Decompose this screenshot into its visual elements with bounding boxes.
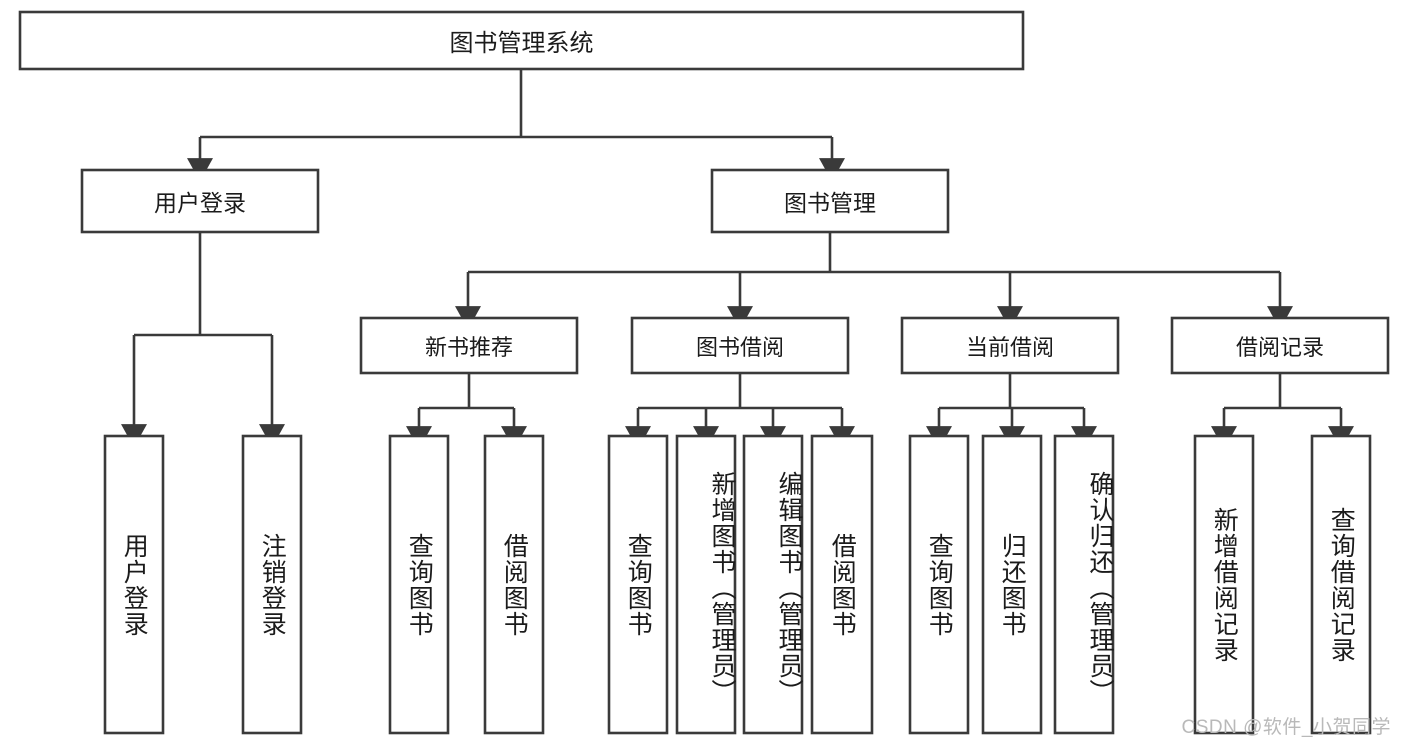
node-new-book-recommend[interactable] (359, 316, 579, 375)
connector-current-to-children (926, 373, 1097, 450)
node-book-management[interactable] (710, 168, 950, 234)
leaf-newbook-query[interactable] (388, 434, 450, 735)
leaf-newbook-borrow[interactable] (483, 434, 545, 735)
leaf-borrow-edit-admin[interactable] (742, 434, 804, 735)
leaf-borrow-book[interactable] (810, 434, 874, 735)
leaf-user-login[interactable] (103, 434, 165, 735)
connector-userlogin-to-children (121, 232, 285, 448)
leaf-current-query[interactable] (908, 434, 970, 735)
leaf-borrow-add-admin[interactable] (675, 434, 737, 735)
leaf-borrow-query[interactable] (607, 434, 669, 735)
leaf-current-confirm-admin[interactable] (1053, 434, 1115, 735)
connector-root-to-level2 (187, 69, 845, 182)
leaf-user-logout[interactable] (241, 434, 303, 735)
node-borrow-records[interactable] (1170, 316, 1390, 375)
node-user-login[interactable] (80, 168, 320, 234)
node-current-borrow[interactable] (900, 316, 1120, 375)
csdn-watermark: CSDN @软件_小贺同学 (1181, 717, 1391, 738)
leaf-record-add[interactable] (1193, 434, 1255, 735)
leaf-current-return[interactable] (981, 434, 1043, 735)
connector-records-to-children (1211, 373, 1354, 450)
connector-borrow-to-children (625, 373, 855, 450)
node-book-borrow[interactable] (630, 316, 850, 375)
leaf-record-query[interactable] (1310, 434, 1372, 735)
connector-bookmgmt-to-children (455, 232, 1293, 330)
connector-newbooks-to-children (406, 373, 527, 450)
node-root[interactable] (18, 10, 1025, 71)
